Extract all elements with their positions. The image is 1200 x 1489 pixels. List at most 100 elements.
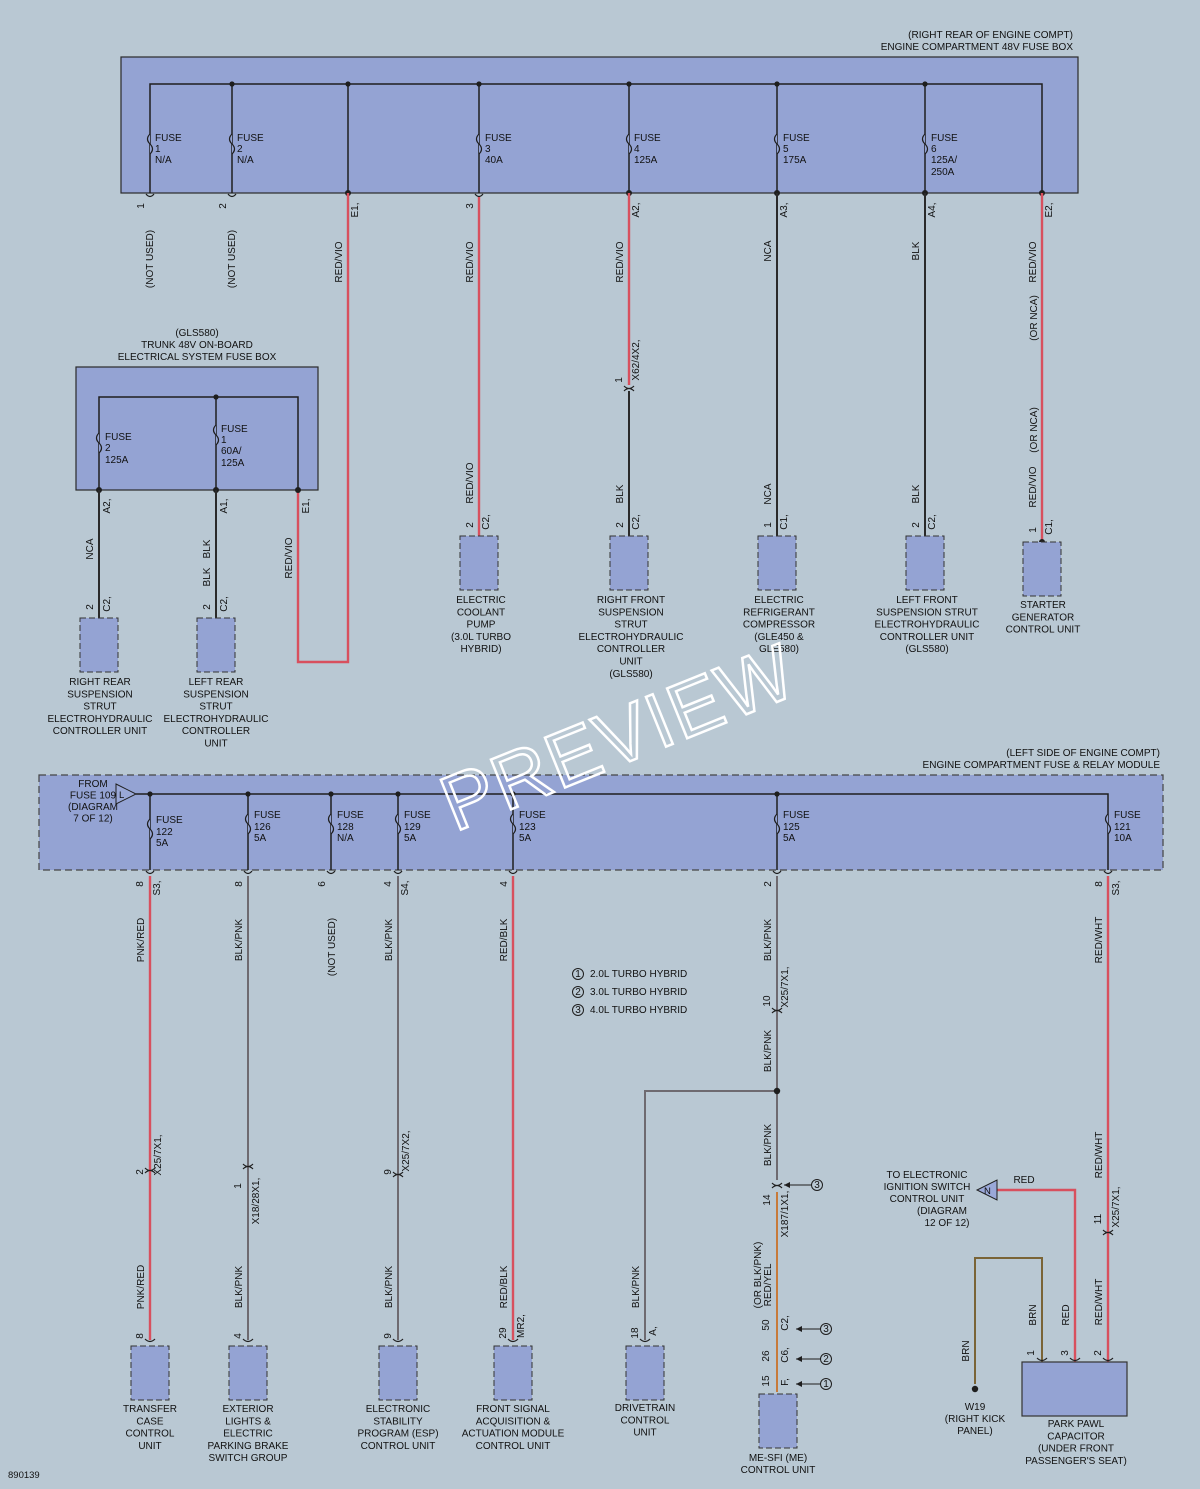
note-c2: 3 — [823, 1324, 829, 1335]
wire-fuse5: NCA — [763, 240, 774, 261]
fuse-6-rating-2: 250A — [931, 167, 955, 178]
wire-125-mid: BLK/PNK — [763, 1030, 774, 1073]
ignition-flag-tag: N — [984, 1186, 991, 1197]
diagram-id: 890139 — [8, 1470, 40, 1481]
x18-28x1-pin: 1 — [233, 1183, 244, 1189]
legend-1-text: 2.0L TURBO HYBRID — [590, 969, 687, 980]
fuse-128-rating: N/A — [337, 833, 354, 844]
pin-128: 6 — [317, 881, 328, 887]
trunk-pin-a1: A1, — [219, 498, 230, 513]
fuse-4-label: FUSE — [634, 133, 661, 144]
top-box-title: ENGINE COMPARTMENT 48V FUSE BOX — [881, 42, 1074, 53]
fuse-123-rating: 5A — [519, 833, 532, 844]
front-signal-conn: MR2, — [516, 1314, 527, 1338]
wire-or-blk-pnk: (OR BLK/PNK) — [753, 1242, 764, 1309]
fuse-122-number: 122 — [156, 827, 173, 838]
wire-fuse6: BLK — [911, 241, 922, 260]
pin-126: 8 — [234, 881, 245, 887]
wire-ignition-red: RED — [1013, 1175, 1034, 1186]
fuse-6-rating: 125A/ — [931, 155, 957, 166]
fuse-5-number: 5 — [783, 144, 789, 155]
fuse-3-number: 3 — [485, 144, 491, 155]
lower-wires — [144, 876, 1114, 1393]
rf-strut-pin: 2 — [615, 522, 626, 528]
lr-strut-pin: 2 — [202, 604, 213, 610]
trunk-fuse-1-label: FUSE — [221, 424, 248, 435]
legend-2-text: 3.0L TURBO HYBRID — [590, 987, 687, 998]
pin-121: 8 — [1094, 881, 1105, 887]
from-flag — [115, 783, 138, 805]
trunk-fuse-2-label: FUSE — [105, 432, 132, 443]
me-pin-26: 26 — [761, 1350, 772, 1362]
trunk-wire-blk-2: BLK — [202, 567, 213, 586]
pin-e2: E2, — [1044, 202, 1055, 217]
fuse-129-label: FUSE — [404, 810, 431, 821]
top-box-location: (RIGHT REAR OF ENGINE COMPT) — [908, 30, 1073, 41]
fuse-3-rating: 40A — [485, 155, 503, 166]
starter-pin: 1 — [1028, 527, 1039, 533]
pin-a2: A2, — [631, 202, 642, 217]
wire-red-yel: RED/YEL — [763, 1263, 774, 1306]
fuse-1-label: FUSE — [155, 133, 182, 144]
conn-122: S3, — [152, 880, 163, 895]
transfer-case-pin: 8 — [135, 1333, 146, 1339]
bottom-box-location: (LEFT SIDE OF ENGINE COMPT) — [1006, 748, 1160, 759]
fuse-125-number: 125 — [783, 822, 800, 833]
engine-variant-legend: 1 2 3 2.0L TURBO HYBRID 3.0L TURBO HYBRI… — [572, 968, 687, 1016]
wire-starter: RED/VIO — [1028, 466, 1039, 507]
refrig-conn: C1, — [779, 514, 790, 530]
trunk-box-title-2: ELECTRICAL SYSTEM FUSE BOX — [118, 352, 277, 363]
me-pin-50: 50 — [761, 1319, 772, 1331]
me-conn-f: F, — [780, 1378, 791, 1386]
wire-121-upper: RED/WHT — [1094, 917, 1105, 964]
note-f: 1 — [823, 1379, 829, 1390]
lr-strut-conn: C2, — [219, 596, 230, 612]
trunk-fuse-box: (GLS580) TRUNK 48V ON-BOARD ELECTRICAL S… — [47, 328, 319, 750]
upper-wires — [296, 193, 1045, 664]
from-flag-tag: L — [119, 790, 124, 801]
fuse-121-rating: 10A — [1114, 833, 1132, 844]
wire-121-mid: RED/WHT — [1094, 1132, 1105, 1179]
pin-e1: E1, — [350, 202, 361, 217]
fuse-2-label: FUSE — [237, 133, 264, 144]
wire-e2-or-nca-1: (OR NCA) — [1029, 295, 1040, 341]
pin-3: 3 — [465, 203, 476, 209]
wire-rf-strut: BLK — [615, 484, 626, 503]
wire-e1: RED/VIO — [334, 241, 345, 282]
x187-pin: 14 — [762, 1194, 773, 1206]
rr-strut-conn: C2, — [102, 596, 113, 612]
engine-48v-fuse-box: (RIGHT REAR OF ENGINE COMPT) ENGINE COMP… — [120, 30, 1079, 288]
wire-drivetrain: BLK/PNK — [631, 1266, 642, 1309]
bottom-box-title: ENGINE COMPARTMENT FUSE & RELAY MODULE — [923, 760, 1161, 771]
wire-park-brn: BRN — [1028, 1304, 1039, 1325]
x25-7x1-c-conn: X25/7X1, — [1111, 1186, 1122, 1227]
trunk-wire-nca: NCA — [85, 538, 96, 559]
pin-123: 4 — [499, 881, 510, 887]
drivetrain-pin: 18 — [630, 1327, 641, 1339]
fuse-2-not-used: (NOT USED) — [227, 230, 238, 288]
pin-a4: A4, — [927, 202, 938, 217]
trunk-fuse-1-rating: 60A/ — [221, 446, 242, 457]
coolant-conn: C2, — [481, 514, 492, 530]
conn-121: S3, — [1111, 880, 1122, 895]
wire-122-upper: PNK/RED — [136, 918, 147, 962]
fuse-129-rating: 5A — [404, 833, 417, 844]
trunk-fuse-1-number: 1 — [221, 435, 227, 446]
wire-e2-or-nca-2: (OR NCA) — [1029, 407, 1040, 453]
trunk-box-model: (GLS580) — [175, 328, 218, 339]
x25-7x1-a-pin: 2 — [135, 1169, 146, 1175]
wire-refrig: NCA — [763, 483, 774, 504]
wire-fuse3: RED/VIO — [465, 241, 476, 282]
